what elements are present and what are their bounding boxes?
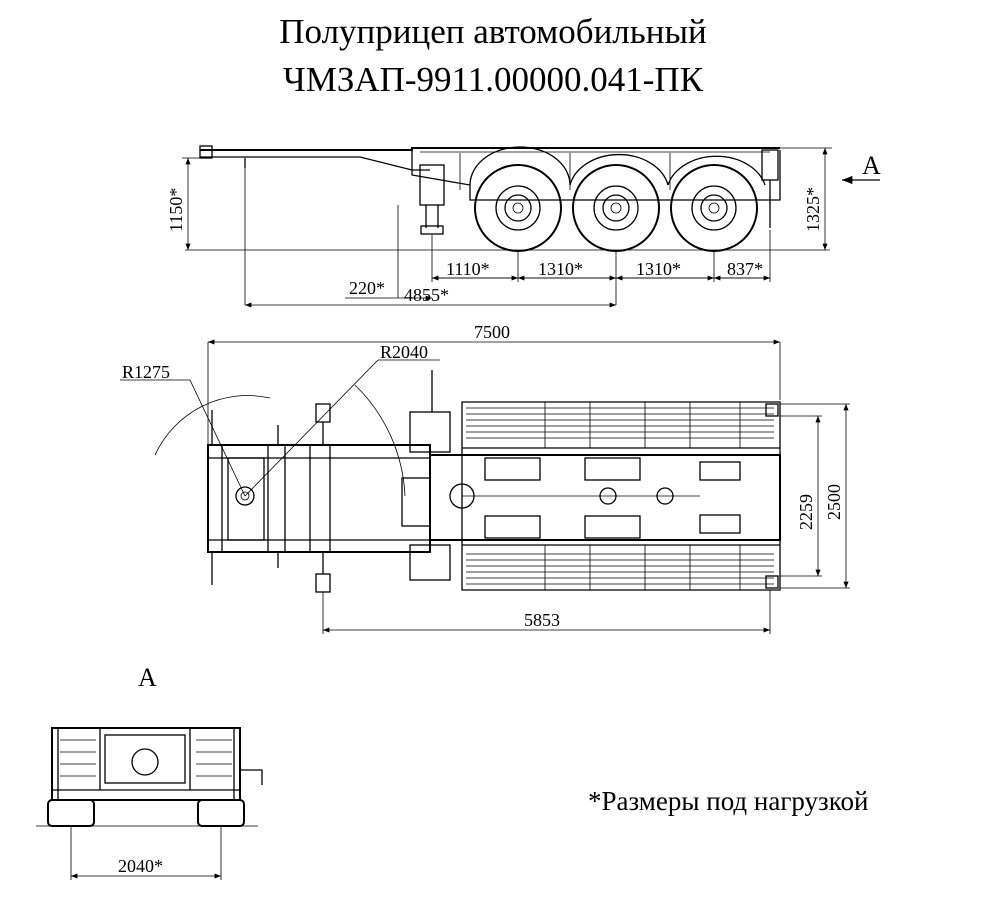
front-height-dim: 1150* <box>166 188 186 232</box>
outer-width-dim: 2500 <box>824 484 844 520</box>
kingpin-offset-dim: 220* <box>349 278 385 298</box>
top-view: 7500 R1275 R2040 <box>120 322 850 634</box>
footnote: *Размеры под нагрузкой <box>588 786 869 816</box>
view-a-marker: A <box>862 151 881 180</box>
overall-length-dim: 7500 <box>474 322 510 342</box>
drawing-title: Полуприцеп автомобильный <box>279 12 707 51</box>
kingpin-axle-dim: 4855* <box>404 285 449 305</box>
leg-to-rear-dim: 5853 <box>524 610 560 630</box>
spacing-dim-1: 1110* <box>446 259 490 279</box>
spacing-dim-4: 837* <box>727 259 763 279</box>
inner-width-dim: 2259 <box>796 494 816 530</box>
track-width-dim: 2040* <box>118 856 163 876</box>
wheel-axle-3 <box>670 164 758 252</box>
spacing-dim-3: 1310* <box>636 259 681 279</box>
spacing-dim-2: 1310* <box>538 259 583 279</box>
wheel-axle-2 <box>572 164 660 252</box>
rear-height-dim: 1325* <box>803 187 823 232</box>
side-view: 1150* 1325* A 1110* 1310* 1310* 837* 220… <box>166 145 881 308</box>
rear-view: A 2040* <box>36 663 263 880</box>
radius-small-dim: R1275 <box>122 362 170 382</box>
model-number: ЧМЗАП-9911.00000.041-ПК <box>282 60 704 99</box>
wheel-axle-1 <box>474 164 562 252</box>
rear-view-label: A <box>138 663 157 692</box>
radius-large-dim: R2040 <box>380 342 428 362</box>
